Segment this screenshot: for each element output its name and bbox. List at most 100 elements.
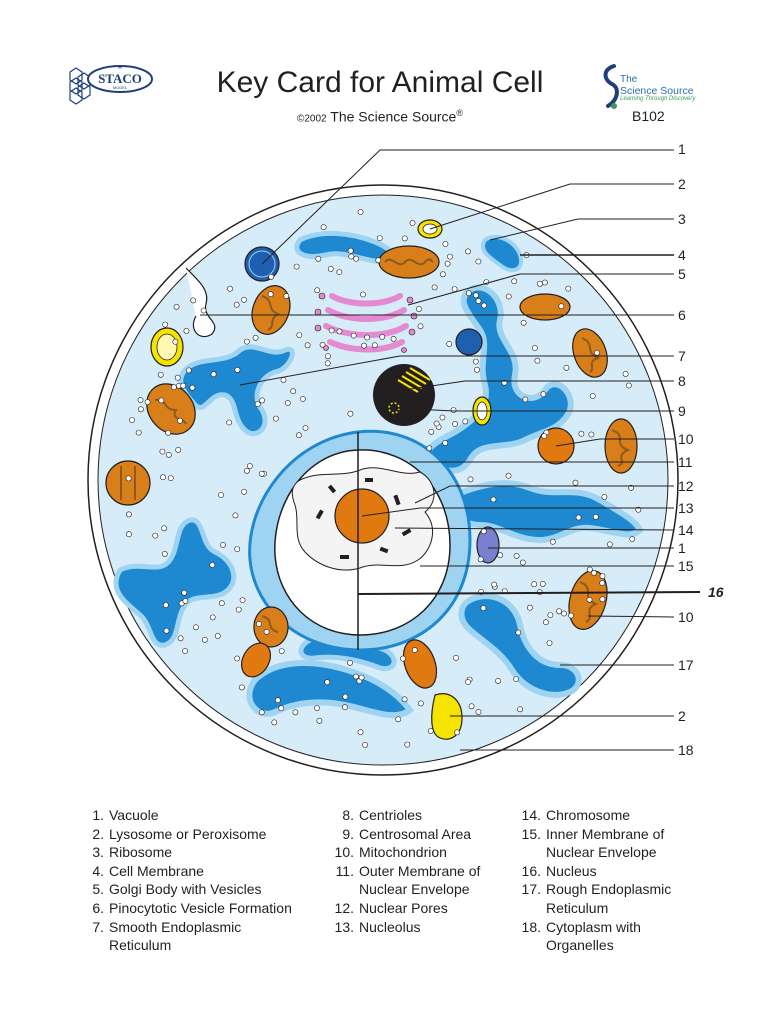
ribosome-dot: [426, 445, 433, 452]
ribosome-dot: [359, 291, 366, 298]
ribosome-dot: [177, 635, 184, 642]
ribosome-dot: [258, 709, 265, 716]
legend-text: Mitochondrion: [359, 844, 447, 861]
science-source-line1: The: [620, 74, 638, 85]
ribosome-dot: [465, 290, 472, 297]
ribosome-dot: [241, 488, 247, 495]
ribosomes: [125, 209, 642, 748]
callout-label: 15: [678, 558, 694, 574]
ribosome-dot: [417, 700, 424, 707]
legend-number: 5.: [92, 881, 104, 898]
legend-item: 11.Outer Membrane of Nuclear Envelope: [332, 862, 509, 899]
rough-er-middle: [450, 480, 644, 544]
ribosome-dot: [157, 371, 164, 378]
ribosome-dot: [129, 417, 135, 423]
ribosome-dot: [439, 414, 446, 421]
ribosome-dot: [125, 511, 132, 518]
staco-mark: A: [118, 65, 122, 71]
ribosome-dot: [415, 305, 422, 312]
ribosome-dot: [546, 640, 553, 646]
ribosome-dot: [165, 429, 171, 436]
callout-label: 1: [678, 540, 686, 556]
ribosome-dot: [446, 340, 453, 347]
ribosome-dot: [607, 541, 613, 548]
animal-cell-diagram: 1 2 3 4 5 6 7 8 9 10 11 12 13 14 1 15 16…: [87, 141, 724, 776]
legend-item: 2.Lysosome or Peroxisome: [82, 825, 329, 844]
callout-label: 13: [678, 500, 694, 516]
ribosome-dot: [272, 415, 279, 422]
page-title: Key Card for Animal Cell: [216, 66, 544, 99]
ribosome-dot: [234, 655, 240, 662]
legend-item: 6.Pinocytotic Vesicle Formation: [82, 899, 329, 918]
ribosome-dot: [495, 678, 501, 684]
ribosome-dot: [629, 536, 636, 542]
ribosome-dot: [190, 297, 197, 304]
ribosome-dot: [520, 319, 527, 326]
legend-item: 16.Nucleus: [519, 862, 696, 881]
ribosome-dot: [328, 327, 335, 334]
ribosome-dot: [327, 265, 334, 272]
ribosome-dot: [447, 253, 453, 260]
ribosome-dot: [135, 429, 142, 436]
legend-item: 9.Centrosomal Area: [332, 825, 509, 844]
ribosome-dot: [452, 421, 458, 427]
ribosome-dot: [159, 448, 166, 455]
ribosome-dot: [292, 709, 299, 716]
ribosome-dot: [125, 475, 132, 482]
ribosome-dot: [314, 287, 321, 294]
callout-label: 8: [678, 373, 686, 389]
ribosome-dot: [543, 619, 549, 626]
legend-item: 4.Cell Membrane: [82, 862, 329, 881]
ribosome-dot: [347, 247, 354, 254]
callout-label: 2: [678, 708, 686, 724]
legend-number: 11.: [335, 862, 354, 879]
ribosome-dot: [278, 705, 285, 712]
legend-column-3: 14.Chromosome 15.Inner Membrane of Nucle…: [519, 806, 696, 955]
legend-column-2: 8.Centrioles 9.Centrosomal Area 10.Mitoc…: [332, 806, 509, 936]
legend-number: 14.: [521, 807, 541, 823]
ribosome-dot: [137, 397, 144, 403]
rough-er-upper: [425, 284, 574, 474]
leader-lines: [200, 149, 701, 751]
legend-item: 12.Nuclear Pores: [332, 899, 509, 918]
ribosome-dot: [189, 384, 196, 391]
legend-number: 9.: [342, 825, 354, 842]
ribosome-dot: [417, 323, 424, 330]
ribosome-dot: [353, 255, 360, 262]
ribosome-dot: [284, 400, 291, 406]
ribosome-dot: [549, 538, 556, 545]
legend-item: 7.Smooth Endoplasmic Reticulum: [82, 918, 329, 955]
ribosome-dot: [357, 729, 364, 736]
ribosome-dot: [165, 451, 172, 458]
ribosome-dot: [175, 446, 182, 453]
ribosome-dot: [336, 328, 343, 335]
ribosome-dot: [280, 376, 287, 383]
ribosome-dot: [513, 552, 520, 559]
callout-label: 7: [678, 348, 686, 364]
ribosome-dot: [227, 285, 233, 292]
legend-number: 7.: [92, 918, 104, 935]
legend-number: 12.: [334, 899, 354, 916]
staco-subtext: MODEL: [113, 85, 128, 90]
ribosome-dot: [513, 676, 519, 682]
ribosome-dot: [239, 597, 246, 603]
ribosome-dot: [162, 602, 169, 608]
legend-number: 10.: [334, 844, 354, 861]
ribosome-dot: [540, 391, 547, 398]
legend-text: Cell Membrane: [109, 862, 204, 879]
legend-item: 5.Golgi Body with Vesicles: [82, 880, 329, 899]
legend-number: 1.: [92, 807, 104, 823]
ribosome-dot: [263, 629, 270, 635]
ribosome-dot: [599, 580, 606, 586]
ribosome-dot: [362, 742, 368, 748]
ribosome-dot: [468, 703, 475, 710]
ribosome-dot: [505, 472, 512, 479]
ribosome-dot: [497, 552, 504, 559]
ribosome-dot: [180, 382, 187, 389]
ribosome-dot: [534, 357, 541, 364]
ribosome-dot: [185, 367, 192, 374]
legend-text: Centrioles: [359, 807, 423, 823]
ribosome-dot: [316, 717, 323, 724]
callout-label: 16: [708, 584, 724, 600]
ribosome-dot: [490, 496, 497, 503]
